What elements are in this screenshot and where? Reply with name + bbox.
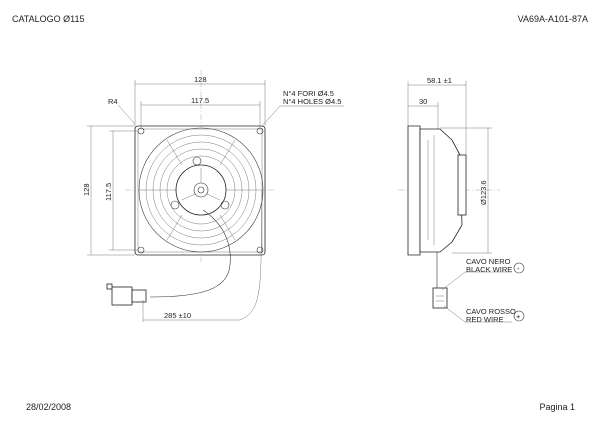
depth-dim: 58.1 ±1 xyxy=(427,76,452,85)
radius-label: R4 xyxy=(108,97,118,106)
black-wire-it: CAVO NERO xyxy=(466,257,511,266)
part-code: VA69A-A101-87A xyxy=(517,14,588,24)
connector xyxy=(106,283,147,306)
side-connector xyxy=(432,287,448,309)
hole-spacing-v-dim: 117.5 xyxy=(104,183,113,201)
height-dim: 128 xyxy=(82,183,91,196)
dimensions-front xyxy=(87,80,344,322)
date: 28/02/2008 xyxy=(26,402,72,412)
hole-spacing-dim: 117.5 xyxy=(191,96,209,105)
width-dim: 128 xyxy=(194,75,207,84)
cable xyxy=(149,209,231,298)
side-view: 58.1 ±1 30 Ø123.6 CAVO NERO BLACK WIRE -… xyxy=(398,76,525,324)
positive-terminal-icon xyxy=(513,310,525,322)
negative-symbol: - xyxy=(517,264,520,273)
holes-note-en: N°4 HOLES Ø4.5 xyxy=(283,97,341,106)
black-wire-en: BLACK WIRE xyxy=(466,265,512,274)
cable-length-dim: 285 ±10 xyxy=(164,311,191,320)
frame-depth-dim: 30 xyxy=(419,97,427,106)
negative-terminal-icon xyxy=(513,262,525,274)
red-wire-en: RED WIRE xyxy=(466,315,504,324)
page-number: Pagina 1 xyxy=(539,402,575,412)
red-wire-it: CAVO ROSSO xyxy=(466,307,516,316)
diameter-dim: Ø123.6 xyxy=(479,180,488,205)
positive-symbol: + xyxy=(516,312,521,321)
fan-grille xyxy=(138,127,264,253)
catalog-title: CATALOGO Ø115 xyxy=(12,14,85,24)
front-view: 128 117.5 R4 N°4 FORI Ø4.5 N°4 HOLES Ø4.… xyxy=(82,70,344,322)
holes-note-it: N°4 FORI Ø4.5 xyxy=(283,89,334,98)
